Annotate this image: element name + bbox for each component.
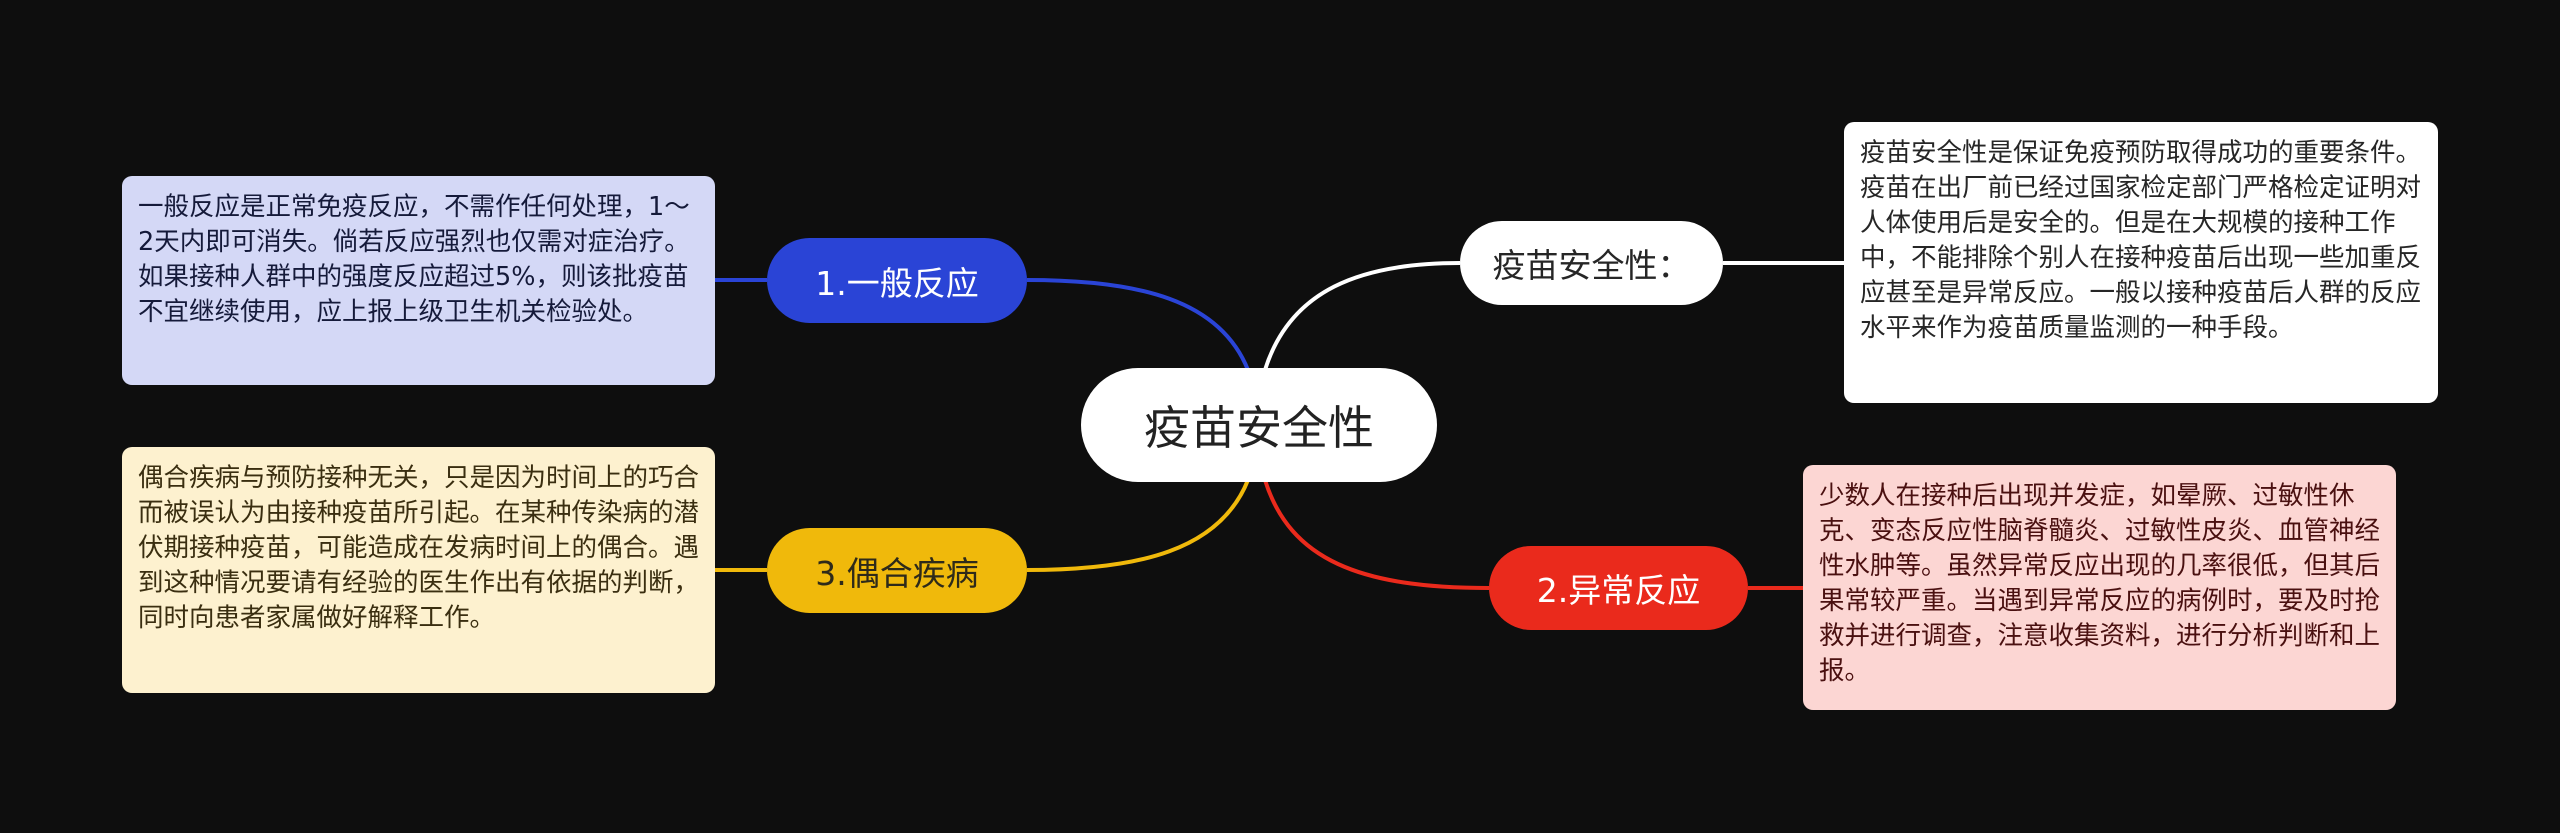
note-general-reaction[interactable]: 一般反应是正常免疫反应，不需作任何处理，1～2天内即可消失。倘若反应强烈也仅需对… xyxy=(122,176,715,385)
note-abnormal-reaction[interactable]: 少数人在接种后出现并发症，如晕厥、过敏性休克、变态反应性脑脊髓炎、过敏性皮炎、血… xyxy=(1803,465,2396,710)
connector-root-general xyxy=(1026,278,1250,371)
root-topic[interactable]: 疫苗安全性 xyxy=(1081,368,1437,482)
branch-abnormal-reaction-label: 2.异常反应 xyxy=(1536,571,1701,610)
connector-root-coincidental xyxy=(1026,479,1250,572)
connector-root-safety xyxy=(1263,261,1461,371)
branch-abnormal-reaction[interactable]: 2.异常反应 xyxy=(1489,546,1748,630)
branch-coincidental-disease[interactable]: 3.偶合疾病 xyxy=(767,528,1027,613)
note-coincidental-disease[interactable]: 偶合疾病与预防接种无关，只是因为时间上的巧合而被误认为由接种疫苗所引起。在某种传… xyxy=(122,447,715,693)
branch-safety-label: 疫苗安全性： xyxy=(1492,246,1691,285)
root-topic-label: 疫苗安全性 xyxy=(1144,401,1374,455)
branch-safety[interactable]: 疫苗安全性： xyxy=(1460,221,1723,305)
connector-root-abnormal xyxy=(1263,479,1490,590)
note-safety[interactable]: 疫苗安全性是保证免疫预防取得成功的重要条件。疫苗在出厂前已经过国家检定部门严格检… xyxy=(1844,122,2438,403)
branch-general-reaction-label: 1.一般反应 xyxy=(815,263,979,303)
branch-general-reaction[interactable]: 1.一般反应 xyxy=(767,238,1027,323)
branch-coincidental-disease-label: 3.偶合疾病 xyxy=(815,553,979,593)
